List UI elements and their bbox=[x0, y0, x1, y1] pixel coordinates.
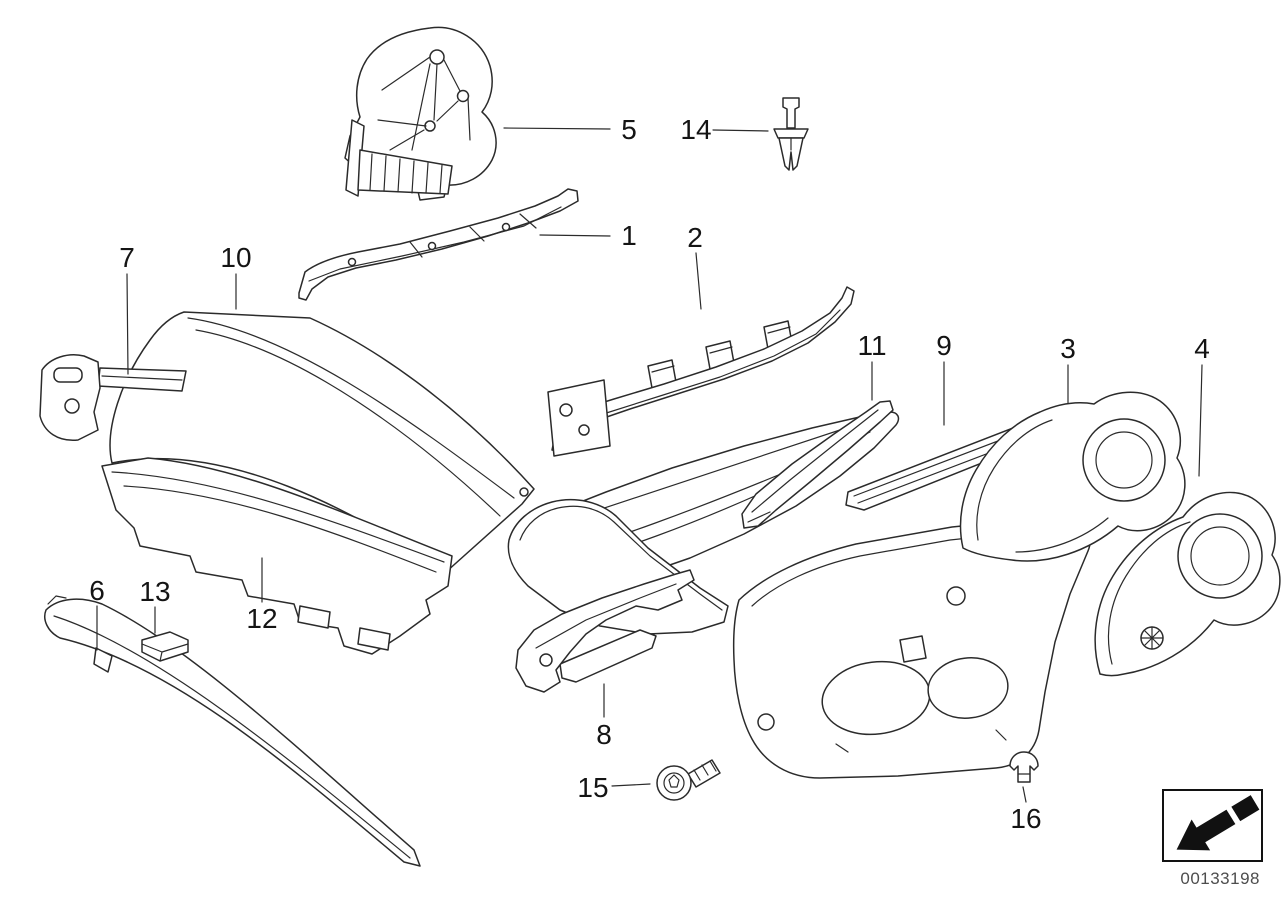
part-callout-13[interactable]: 13 bbox=[139, 576, 171, 607]
part-2-drawing bbox=[547, 286, 855, 457]
part-14-drawing bbox=[773, 97, 809, 171]
part-5-drawing bbox=[344, 26, 497, 201]
part-callout-14[interactable]: 14 bbox=[680, 114, 712, 145]
part-callout-6[interactable]: 6 bbox=[89, 575, 105, 606]
part-callout-12[interactable]: 12 bbox=[246, 603, 278, 634]
part-7-drawing bbox=[39, 354, 187, 441]
part-6-drawing bbox=[44, 595, 421, 867]
direction-arrow-box[interactable] bbox=[1162, 789, 1263, 862]
part-12-drawing bbox=[101, 457, 453, 655]
part-callout-16[interactable]: 16 bbox=[1010, 803, 1042, 834]
direction-arrow-icon bbox=[1176, 791, 1260, 851]
part-4-drawing bbox=[1094, 491, 1281, 677]
doc-number: 00133198 bbox=[1180, 869, 1260, 888]
part-callout-2[interactable]: 2 bbox=[687, 222, 703, 253]
part-1-drawing bbox=[298, 188, 579, 301]
part-3-drawing bbox=[959, 391, 1186, 562]
part-10-drawing bbox=[109, 311, 535, 573]
part-callout-1[interactable]: 1 bbox=[621, 220, 637, 251]
part-callout-3[interactable]: 3 bbox=[1060, 333, 1076, 364]
part-callout-7[interactable]: 7 bbox=[119, 242, 135, 273]
part-11-drawing bbox=[741, 400, 894, 529]
part-16-drawing bbox=[1009, 751, 1039, 783]
part-callout-10[interactable]: 10 bbox=[220, 242, 252, 273]
part-callout-4[interactable]: 4 bbox=[1194, 333, 1210, 364]
part-15-drawing bbox=[656, 759, 721, 801]
leader-lines bbox=[96, 127, 1203, 803]
seat-side-panel-drawing bbox=[732, 518, 1091, 779]
part-callout-9[interactable]: 9 bbox=[936, 330, 952, 361]
part-13-drawing bbox=[141, 631, 189, 662]
part-callout-11[interactable]: 11 bbox=[857, 330, 887, 361]
part-callout-5[interactable]: 5 bbox=[621, 114, 637, 145]
part-callout-8[interactable]: 8 bbox=[596, 719, 612, 750]
part-8-drawing bbox=[515, 569, 695, 693]
part-callout-15[interactable]: 15 bbox=[577, 772, 609, 803]
